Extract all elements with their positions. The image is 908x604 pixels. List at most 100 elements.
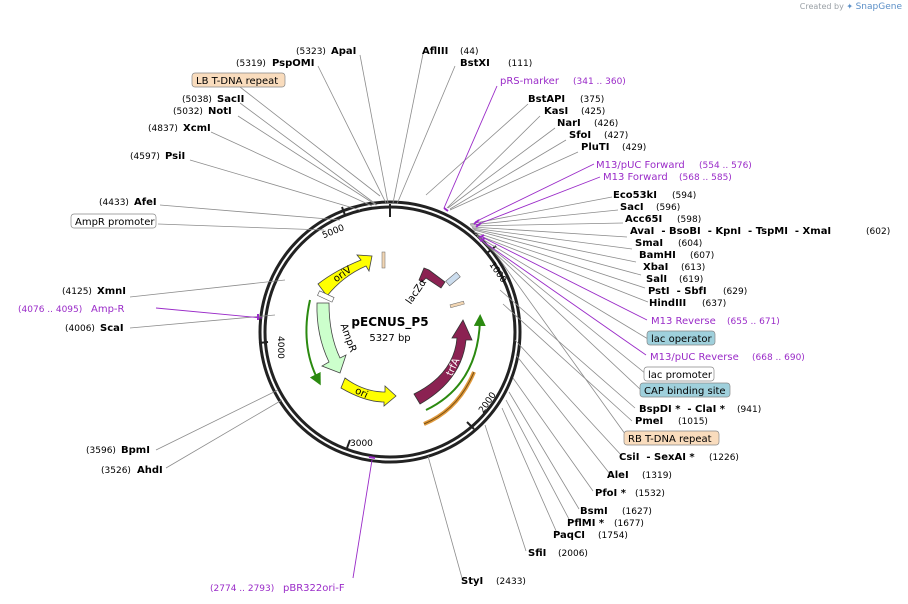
enzyme-StyI: StyI [461, 576, 483, 587]
enzyme-NotI: NotI [208, 106, 232, 117]
lac-promoter-box [643, 366, 715, 382]
rb-tdna-repeat-box [623, 430, 720, 446]
enzyme-AvaI-group-pos: (602) [866, 227, 890, 237]
enzyme-HindIII-pos: (637) [702, 299, 726, 309]
enzyme-XcmI-pos: (4837) [148, 124, 178, 134]
primer-M13pUC-forward-pos: (554 .. 576) [699, 161, 752, 171]
lac-promoter-label: lac promoter [648, 370, 713, 381]
plasmid-name: pECNUS_P5 [351, 315, 428, 330]
enzyme-SmaI-pos: (604) [678, 239, 702, 249]
feature-lacZ-arrow [418, 267, 446, 289]
primer-pBR322ori-F: pBR322ori-F [283, 583, 345, 594]
enzyme-SfoI-pos: (427) [604, 131, 628, 141]
enzyme-PspOMI: PspOMI [272, 58, 314, 69]
enzyme-ClaI-pos: (941) [737, 405, 761, 415]
lac-operator-label: lac operator [651, 334, 712, 345]
feature-AmpR-arrow [316, 302, 347, 374]
rb-tdna-repeat-label: RB T-DNA repeat [628, 434, 712, 445]
enzyme-labels: (5323) ApaI (5319) PspOMI AflIII (44) Bs… [62, 46, 890, 587]
green-arc-left [305, 299, 321, 386]
small-feature-near-lacZ [449, 300, 465, 309]
enzyme-PaqCI: PaqCI [553, 530, 585, 541]
enzyme-XbaI-pos: (613) [681, 263, 705, 273]
enzyme-BpmI-pos: (3596) [86, 446, 116, 456]
primer-M13pUC-reverse: M13/pUC Reverse [650, 352, 739, 363]
enzyme-StyI-pos: (2433) [496, 577, 526, 587]
enzyme-AhdI-pos: (3526) [101, 466, 131, 476]
enzyme-SalI: SalI [646, 274, 667, 285]
tick-2000 [466, 421, 475, 430]
credit-brand: SnapGene [855, 2, 902, 12]
primer-Amp-R-pos: (4076 .. 4095) [18, 305, 82, 315]
enzyme-ScaI-pos: (4006) [65, 324, 95, 334]
primer-pBR322ori-F-pos: (2774 .. 2793) [210, 584, 274, 594]
enzyme-CsiI-SexAI-pos: (1226) [709, 453, 739, 463]
enzyme-SacII-pos: (5038) [182, 95, 212, 105]
enzyme-ApaI: ApaI [331, 46, 356, 57]
enzyme-SfiI: SfiI [528, 548, 546, 559]
enzyme-AfeI-pos: (4433) [99, 198, 129, 208]
enzyme-XmnI: XmnI [97, 286, 126, 297]
enzyme-BsmI: BsmI [580, 506, 608, 517]
feature-ori-arrow [340, 377, 397, 407]
enzyme-BstAPI: BstAPI [528, 94, 565, 105]
enzyme-SacII: SacII [217, 94, 244, 105]
credit-text: Created by [799, 2, 844, 11]
primer-M13-reverse-pos: (655 .. 671) [727, 317, 780, 327]
tick-label-4000: 4000 [275, 336, 285, 359]
primer-labels: pRS-marker (341 .. 360) M13/pUC Forward … [18, 76, 805, 594]
enzyme-XcmI: XcmI [183, 123, 211, 134]
enzyme-BamHI: BamHI [639, 250, 676, 261]
enzyme-PsiI-pos: (4597) [130, 152, 160, 162]
enzyme-SacI-pos: (596) [656, 203, 680, 213]
created-by-credit: Created by ✦ SnapGene [800, 2, 902, 12]
enzyme-PmeI-pos: (1015) [678, 417, 708, 427]
plasmid-size: 5327 bp [369, 333, 410, 344]
primer-M13pUC-reverse-pos: (668 .. 690) [752, 353, 805, 363]
enzyme-BstXI: BstXI [460, 58, 490, 69]
tick-label-3000: 3000 [350, 439, 373, 449]
cap-binding-site-box [639, 382, 731, 398]
mcs-block [445, 271, 461, 287]
enzyme-XmnI-pos: (4125) [62, 287, 92, 297]
enzyme-HindIII: HindIII [649, 298, 686, 309]
enzyme-PluTI: PluTI [581, 142, 609, 153]
primer-M13-forward: M13 Forward [603, 172, 668, 183]
small-feature-near-oriV [381, 251, 386, 269]
orange-arc-edge [423, 371, 475, 425]
enzyme-PfoI-pos: (1532) [635, 489, 665, 499]
enzyme-Eco53kI-pos: (594) [672, 191, 696, 201]
primer-pRS-marker-pos: (341 .. 360) [573, 77, 626, 87]
enzyme-Acc65I-pos: (598) [677, 215, 701, 225]
enzyme-BsmI-pos: (1627) [622, 507, 652, 517]
enzyme-ApaI-pos: (5323) [296, 47, 326, 57]
green-arc-right [425, 314, 486, 411]
primer-M13-reverse: M13 Reverse [651, 316, 716, 327]
enzyme-BstXI-pos: (111) [508, 59, 532, 69]
enzyme-KasI: KasI [544, 106, 568, 117]
enzyme-PfoI: PfoI * [595, 488, 627, 499]
enzyme-SfoI: SfoI [569, 130, 591, 141]
enzyme-ScaI: ScaI [100, 323, 124, 334]
leader-lines [129, 53, 649, 579]
enzyme-PmeI: PmeI [635, 416, 663, 427]
lb-tdna-repeat-label: LB T-DNA repeat [196, 76, 278, 87]
enzyme-ClaI: BspDI * - ClaI * [639, 404, 726, 415]
primer-marks [257, 207, 486, 459]
feature-ori-label: ori [353, 386, 369, 401]
enzyme-PaqCI-pos: (1754) [598, 531, 628, 541]
feature-oriV-arrow [317, 254, 373, 297]
enzyme-PflMI-pos: (1677) [614, 519, 644, 529]
enzyme-CsiI-SexAI: CsiI - SexAI * [619, 452, 695, 463]
small-feature-ampR-promoter [317, 290, 335, 303]
backbone-outer [258, 200, 522, 464]
enzyme-SalI-pos: (619) [679, 275, 703, 285]
feature-lacZ-label: lacZα [404, 277, 429, 306]
primer-Amp-R: Amp-R [91, 304, 125, 315]
cap-binding-site-label: CAP binding site [644, 386, 726, 397]
primer-M13-forward-pos: (568 .. 585) [679, 173, 732, 183]
enzyme-KasI-pos: (425) [581, 107, 605, 117]
ampr-promoter-box [70, 213, 157, 229]
primer-M13pUC-forward: M13/pUC Forward [596, 160, 685, 171]
enzyme-SfiI-pos: (2006) [558, 549, 588, 559]
